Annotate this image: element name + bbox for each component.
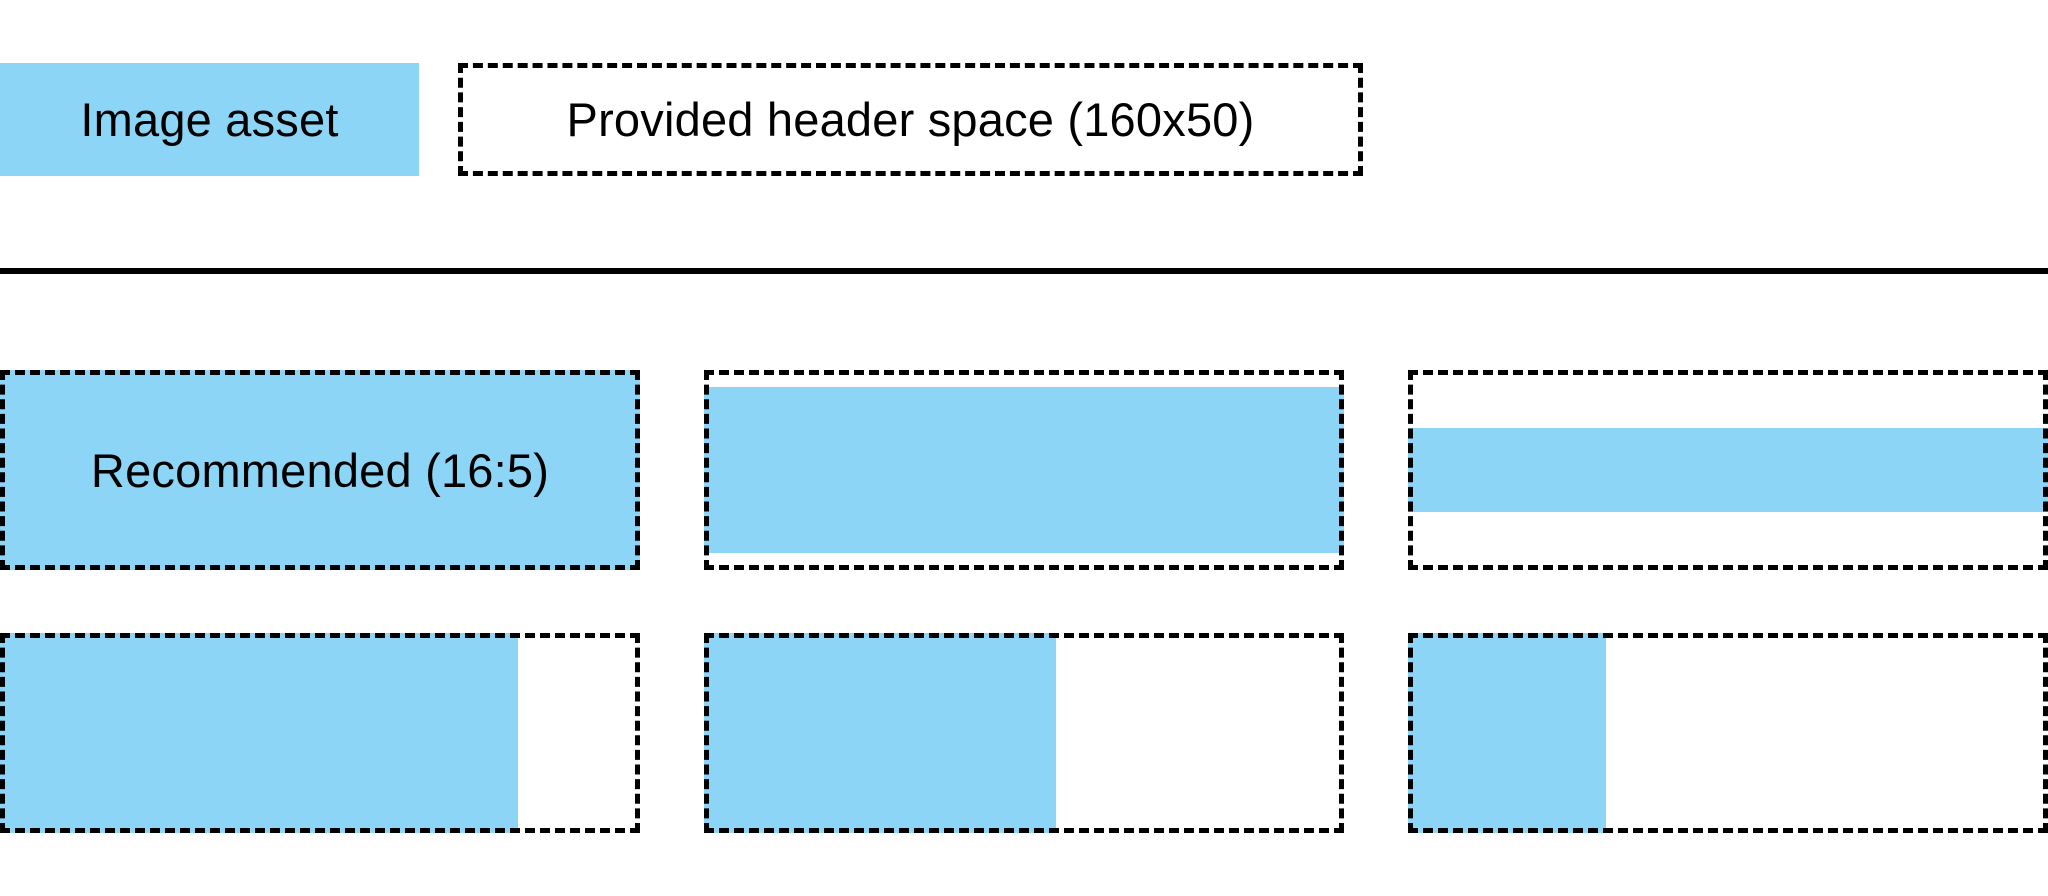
image-asset-fill [0, 370, 640, 570]
legend-image-asset-swatch: Image asset [0, 63, 419, 176]
recommended-label: Recommended (16:5) [90, 443, 550, 497]
image-asset-fill [704, 387, 1344, 553]
legend-image-asset-label: Image asset [80, 93, 339, 146]
section-divider-line [0, 268, 2048, 274]
image-asset-fill [0, 633, 519, 833]
image-asset-fill [1408, 428, 2048, 512]
image-asset-fill [1408, 633, 1607, 833]
example-box-recommended: Recommended (16:5) [0, 370, 640, 570]
example-box-pillarbox-medium [704, 633, 1344, 833]
example-box-wide-letterbox [704, 370, 1344, 570]
image-asset-fill [704, 633, 1056, 833]
example-box-extra-wide-letterbox [1408, 370, 2048, 570]
legend-header-space-label: Provided header space (160x50) [566, 93, 1255, 146]
example-box-pillarbox-large [0, 633, 640, 833]
example-box-pillarbox-small [1408, 633, 2048, 833]
legend-header-space-box: Provided header space (160x50) [458, 63, 1363, 176]
